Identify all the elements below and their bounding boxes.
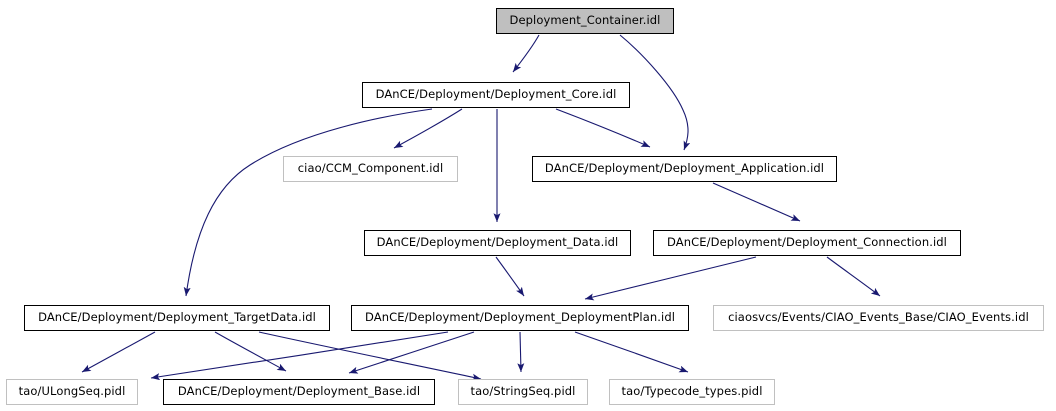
graph-edge-core-to-ccm <box>393 108 463 149</box>
graph-edge-connection-to-plan <box>584 256 757 301</box>
graph-edge-core-to-targetdata <box>183 108 433 297</box>
graph-node-plan[interactable]: DAnCE/Deployment/Deployment_DeploymentPl… <box>351 305 689 331</box>
graph-edge-plan-to-base <box>348 331 475 374</box>
graph-edge-plan-to-ulongseq <box>150 331 449 381</box>
graph-node-label: tao/ULongSeq.pidl <box>18 384 126 399</box>
graph-edge-targetdata-to-base <box>214 331 287 372</box>
graph-node-base[interactable]: DAnCE/Deployment/Deployment_Base.idl <box>163 379 435 405</box>
graph-node-label: DAnCE/Deployment/Deployment_Core.idl <box>375 87 617 102</box>
graph-edge-application-to-connection <box>712 182 801 222</box>
graph-edge-targetdata-to-stringseq <box>258 331 482 381</box>
graph-edge-targetdata-to-ulongseq <box>81 331 156 373</box>
graph-node-data[interactable]: DAnCE/Deployment/Deployment_Data.idl <box>364 230 631 256</box>
graph-node-typecode[interactable]: tao/Typecode_types.pidl <box>609 379 775 405</box>
graph-node-ulongseq[interactable]: tao/ULongSeq.pidl <box>6 379 138 405</box>
graph-node-label: Deployment_Container.idl <box>509 13 661 28</box>
graph-edge-data-to-plan <box>495 256 525 297</box>
graph-node-connection[interactable]: DAnCE/Deployment/Deployment_Connection.i… <box>653 230 961 256</box>
graph-node-label: ciao/CCM_Component.idl <box>297 161 444 176</box>
graph-edge-container-to-core <box>512 34 540 73</box>
graph-node-label: DAnCE/Deployment/Deployment_Application.… <box>544 161 825 176</box>
graph-node-label: DAnCE/Deployment/Deployment_Base.idl <box>177 384 421 399</box>
graph-edge-core-to-application <box>555 108 651 148</box>
graph-edge-plan-to-typecode <box>574 331 689 373</box>
graph-node-label: tao/StringSeq.pidl <box>470 384 576 399</box>
graph-node-label: tao/Typecode_types.pidl <box>621 384 763 399</box>
graph-node-label: DAnCE/Deployment/Deployment_Connection.i… <box>667 235 947 250</box>
graph-node-label: ciaosvcs/Events/CIAO_Events_Base/CIAO_Ev… <box>728 310 1029 325</box>
graph-node-label: DAnCE/Deployment/Deployment_TargetData.i… <box>38 310 316 325</box>
graph-node-label: DAnCE/Deployment/Deployment_DeploymentPl… <box>364 310 676 325</box>
graph-edge-connection-to-ciaoevents <box>826 256 881 297</box>
graph-node-core[interactable]: DAnCE/Deployment/Deployment_Core.idl <box>362 82 630 108</box>
graph-node-stringseq[interactable]: tao/StringSeq.pidl <box>458 379 588 405</box>
graph-node-container[interactable]: Deployment_Container.idl <box>496 8 674 34</box>
graph-node-application[interactable]: DAnCE/Deployment/Deployment_Application.… <box>532 156 837 182</box>
graph-node-ciaoevents[interactable]: ciaosvcs/Events/CIAO_Events_Base/CIAO_Ev… <box>713 305 1044 331</box>
graph-node-targetdata[interactable]: DAnCE/Deployment/Deployment_TargetData.i… <box>24 305 330 331</box>
graph-node-label: DAnCE/Deployment/Deployment_Data.idl <box>376 235 619 250</box>
graph-node-ccm[interactable]: ciao/CCM_Component.idl <box>283 156 458 182</box>
graph-edge-plan-to-stringseq <box>517 331 525 373</box>
graph-edge-container-to-application <box>619 34 691 151</box>
